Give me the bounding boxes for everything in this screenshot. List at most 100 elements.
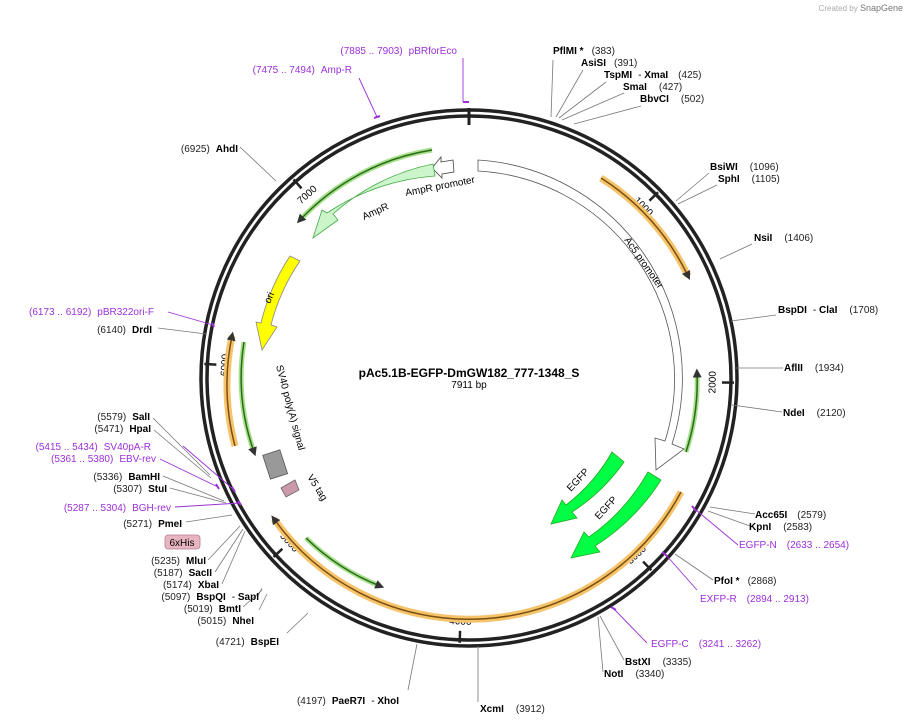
enzyme-label: SphI(1105): [718, 174, 780, 185]
enzyme-leader-line: [730, 314, 777, 322]
enzyme-label: (5579)SalI: [97, 412, 150, 423]
enzyme-label: (5187)SacII: [154, 568, 212, 579]
enzyme-leader-line: [558, 81, 607, 119]
ruler-tick-label: 2000: [707, 371, 718, 394]
enzyme-leader-line: [407, 643, 418, 691]
primer-mark-sv40pa-r: [231, 486, 236, 493]
label-6xhis: 6xHis: [169, 538, 194, 549]
primer-leader-lines: [159, 58, 739, 644]
primer-label: (5361 .. 5380)EBV-rev: [51, 454, 156, 465]
feature-6xhis-badge: [164, 534, 201, 550]
feature-ampr-promoter: [431, 155, 455, 179]
primer-label: EGFP-C(3241 .. 3262): [651, 639, 761, 650]
enzyme-label: BstXI(3335): [625, 657, 691, 668]
ruler-tick: [272, 547, 284, 558]
enzyme-leader-line: [675, 172, 710, 202]
feature-sv40-polya: [262, 449, 289, 480]
plasmid-size: 7911 bp: [451, 380, 487, 391]
primer-label: EGFP-N(2633 .. 2654): [739, 540, 849, 551]
enzyme-leader-line: [555, 69, 584, 118]
primer-label: EXFP-R(2894 .. 2913): [700, 594, 809, 605]
enzyme-label: (5336)BamHI: [93, 472, 160, 483]
orf-arc-2-core: [271, 491, 682, 620]
snapgene-logo: SnapGene: [859, 3, 903, 13]
enzyme-label: PfoI *(2868): [714, 576, 776, 587]
enzyme-label: (5235)MluI: [151, 556, 206, 567]
enzyme-label: AflII(1934): [784, 363, 844, 374]
enzyme-label: TspMI- XmaI(425): [604, 70, 702, 81]
enzyme-leader-line: [153, 429, 212, 479]
enzyme-label: BspDI- ClaI(1708): [778, 305, 878, 316]
primer-mark-egfp-n: [691, 505, 697, 512]
feature-ac5-promoter: [477, 159, 685, 471]
enzyme-label: AsiSI(391): [581, 58, 637, 69]
enzyme-label: BbvCI(502): [640, 94, 704, 105]
enzyme-leader-line: [707, 510, 751, 527]
primer-label: (5287 .. 5304)BGH-rev: [64, 503, 171, 514]
feature-v5-tag: [280, 479, 300, 498]
orf-arc-1-core: [600, 177, 691, 281]
label-ac5-promoter: Ac5 promoter: [622, 235, 666, 291]
enzyme-leader-line: [207, 525, 241, 561]
enzyme-leader-line: [573, 105, 642, 125]
enzyme-label: (5174)XbaI: [163, 580, 219, 591]
enzyme-leader-line: [674, 553, 714, 581]
enzyme-leader-line: [239, 146, 277, 182]
primer-label: (7885 .. 7903)pBRforEco: [340, 46, 457, 57]
orf-green-4-core: [296, 149, 433, 224]
enzyme-labels-left: (4197)PaeR7I- XhoI (4721)BspEI (5015)Nhe…: [93, 144, 399, 707]
label-v5-tag: V5 tag: [304, 473, 329, 503]
ruler-tick: [648, 191, 659, 202]
enzyme-leader-line: [286, 612, 309, 634]
primer-label: (6173 .. 6192)pBR322ori-F: [29, 307, 154, 318]
enzyme-label: (5271)PmeI: [123, 519, 182, 530]
plasmid-name: pAc5.1B-EGFP-DmGW182_777-1348_S: [359, 366, 580, 380]
primer-mark-egfp-c: [610, 606, 617, 611]
enzyme-label: Acc65I(2579): [755, 510, 826, 521]
orf-arc-3-core: [226, 331, 236, 447]
enzyme-label: (6140)DrdI: [97, 325, 152, 336]
enzyme-leader-lines: [152, 59, 783, 702]
orf-green-3-core: [240, 341, 257, 457]
enzyme-leader-line: [257, 587, 263, 597]
enzyme-labels: PflMI *(383) AsiSI(391) TspMI- XmaI(425)…: [480, 46, 878, 715]
label-sv40-polya: SV40 poly(A) signal: [273, 364, 306, 452]
enzyme-leader-line: [599, 615, 625, 661]
enzyme-leader-line: [709, 506, 756, 515]
enzyme-leader-line: [162, 475, 225, 502]
credit-prefix: Created by: [818, 4, 858, 13]
orf-green-1-core: [685, 368, 702, 453]
feature-ori: [255, 255, 301, 352]
enzyme-leader-line: [258, 593, 268, 611]
enzyme-leader-line: [561, 92, 625, 121]
ruler-tick: [292, 178, 303, 190]
enzyme-label: NotI(3340): [604, 669, 664, 680]
enzyme-leader-line: [597, 616, 604, 673]
enzyme-leader-line: [242, 589, 263, 608]
orf-green-3: [238, 341, 257, 453]
enzyme-label: (5097)BspQI- SapI: [161, 592, 259, 603]
enzyme-label: (5015)NheI: [197, 616, 254, 627]
orf-green-2-core: [305, 537, 385, 589]
enzyme-leader-line: [152, 417, 211, 476]
enzyme-leader-line: [550, 59, 554, 118]
enzyme-leader-line: [169, 487, 227, 504]
primer-label: (5415 .. 5434)SV40pA-R: [35, 442, 151, 453]
enzyme-leader-line: [157, 327, 207, 335]
enzyme-label: (4197)PaeR7I- XhoI: [297, 696, 399, 707]
enzyme-label: BsiWI(1096): [710, 162, 779, 173]
enzyme-label: KpnI(2583): [749, 522, 812, 533]
primer-label: (7475 .. 7494)Amp-R: [253, 65, 352, 76]
enzyme-leader-line: [214, 528, 244, 573]
enzyme-label: (5019)BmtI: [184, 604, 241, 615]
label-ori: ori: [263, 291, 277, 305]
enzyme-leader-line: [719, 243, 753, 260]
enzyme-label: XcmI(3912): [480, 704, 545, 715]
enzyme-label: (4721)BspEI: [216, 637, 279, 648]
enzyme-label: (5307)StuI: [113, 484, 167, 495]
enzyme-label: NdeI(2120): [783, 408, 846, 419]
label-ampr: AmpR: [361, 201, 391, 222]
feature-egfp-2: [570, 471, 662, 559]
